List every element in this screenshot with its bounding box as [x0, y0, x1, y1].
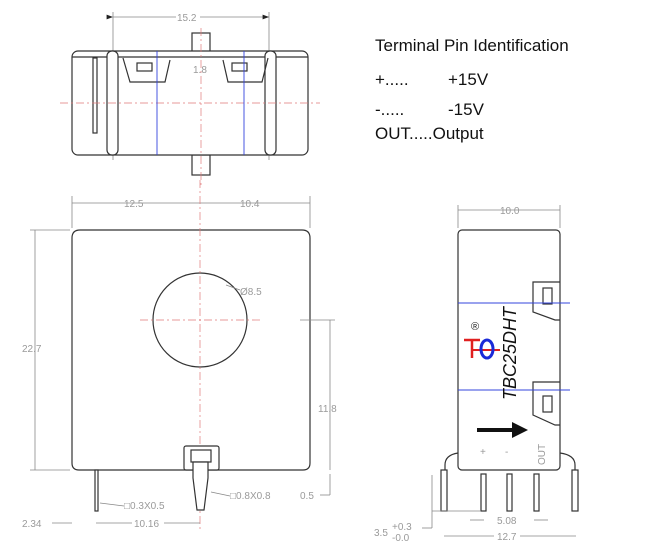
top-view: 15.2 1.8 — [60, 12, 320, 185]
standoff-dim: 0.5 — [300, 491, 314, 502]
tolerance-plus: +0.3 — [392, 522, 412, 533]
pitch-dim: 10.16 — [134, 519, 159, 530]
legend-row-minus: -..... -15V — [375, 100, 569, 120]
left-width-dim: 12.5 — [124, 199, 144, 210]
legend-value: +15V — [448, 70, 489, 89]
side-pitch-dim: 5.08 — [497, 516, 517, 527]
top-width-dim: 15.2 — [177, 13, 197, 24]
pin-plus-label: + — [480, 447, 486, 458]
side-view: 10.0 ® TBC25DHT + - OUT 3.5 +0.3 -0.0 — [374, 205, 579, 544]
registered-mark: ® — [471, 321, 479, 333]
model-label: TBC25DHT — [500, 305, 520, 400]
right-width-dim: 10.4 — [240, 199, 260, 210]
terminal-pin-legend: Terminal Pin Identification +..... +15V … — [375, 36, 569, 144]
front-view: 12.5 10.4 22.7 Ø8.5 11.8 0.5 □0.8X0.8 □0… — [22, 180, 337, 530]
height-dim: 22.7 — [22, 344, 42, 355]
arrow-icon — [477, 422, 528, 438]
top-gap-dim: 1.8 — [193, 65, 207, 76]
legend-key: OUT..... — [375, 124, 433, 143]
pin-large-dim: □0.8X0.8 — [230, 491, 271, 502]
brand-logo — [464, 338, 500, 360]
offset-dim: 2.34 — [22, 519, 42, 530]
tolerance-minus: -0.0 — [392, 533, 410, 544]
legend-key: +..... — [375, 70, 409, 89]
legend-title: Terminal Pin Identification — [375, 36, 569, 55]
pin-out-label: OUT — [537, 444, 548, 465]
legend-row-out: OUT..... Output — [375, 124, 569, 144]
pin-length-dim: 3.5 — [374, 528, 388, 539]
hole-dim: Ø8.5 — [240, 287, 262, 298]
legend-value: -15V — [448, 100, 484, 119]
side-width-dim: 10.0 — [500, 206, 520, 217]
pin-small-dim: □0.3X0.5 — [124, 501, 165, 512]
pin-minus-label: - — [505, 447, 508, 458]
legend-value: Output — [432, 124, 484, 143]
center-height-dim: 11.8 — [318, 404, 337, 415]
side-span-dim: 12.7 — [497, 532, 517, 543]
legend-key: -..... — [375, 100, 405, 119]
legend-row-plus: +..... +15V — [375, 70, 569, 90]
